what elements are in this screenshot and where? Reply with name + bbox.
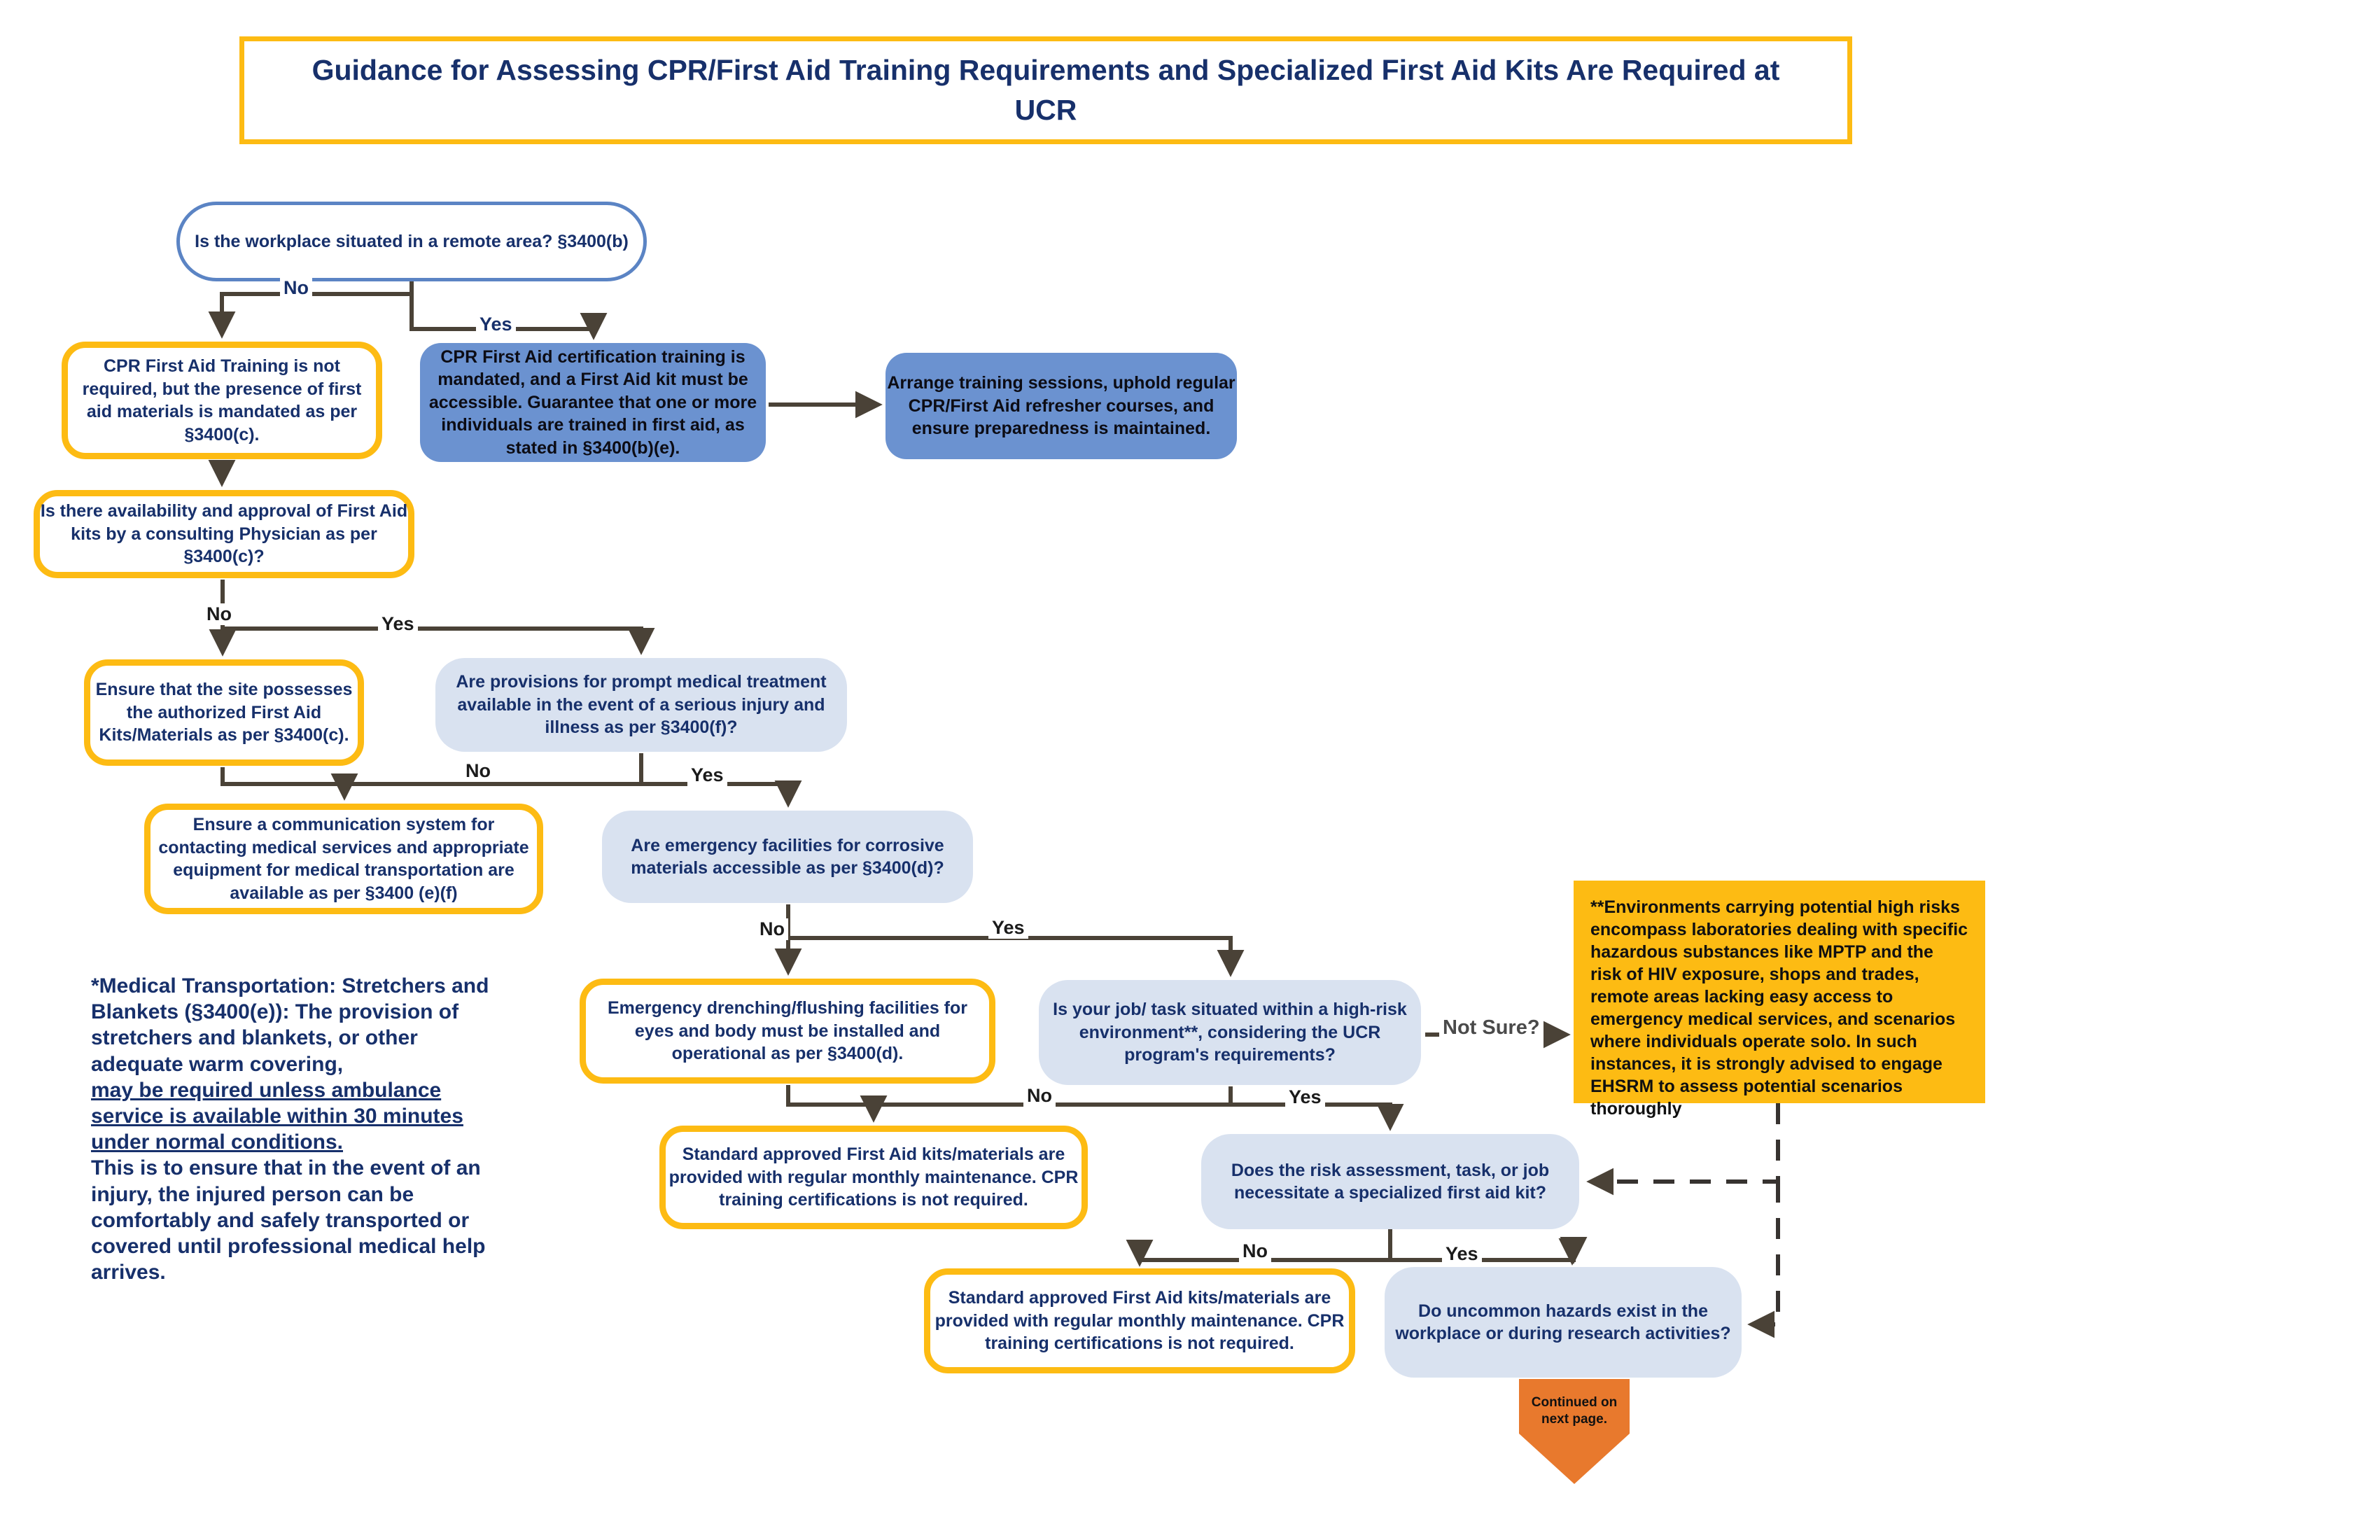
node-prompt-medical-treatment-label: Are provisions for prompt medical treatm… — [456, 672, 827, 738]
node-standard-kits-provided-1[interactable]: Standard approved First Aid kits/materia… — [659, 1126, 1088, 1229]
edge-label-corrosive-yes: Yes — [988, 917, 1028, 939]
node-uncommon-hazards-label: Do uncommon hazards exist in the workpla… — [1395, 1301, 1731, 1344]
node-standard-kits-provided-1-label: Standard approved First Aid kits/materia… — [668, 1144, 1079, 1210]
node-cpr-certification-mandated-label: CPR First Aid certification training is … — [428, 346, 757, 458]
note-medical-transportation: *Medical Transportation: Stretchers and … — [91, 973, 497, 1285]
node-start-remote-area[interactable]: Is the workplace situated in a remote ar… — [176, 202, 647, 281]
edge-label-riskassess-yes: Yes — [1442, 1243, 1482, 1265]
note-high-risk-environments: **Environments carrying potential high r… — [1574, 881, 1985, 1119]
node-uncommon-hazards[interactable]: Do uncommon hazards exist in the workpla… — [1385, 1267, 1742, 1378]
edge-label-highrisk-not-sure: Not Sure? — [1439, 1016, 1544, 1040]
node-arrange-training-sessions[interactable]: Arrange training sessions, uphold regula… — [886, 353, 1237, 459]
node-specialized-kit-needed-label: Does the risk assessment, task, or job n… — [1231, 1160, 1550, 1203]
continued-next-page-arrow: Continued on next page. — [1519, 1379, 1630, 1484]
page-title: Guidance for Assessing CPR/First Aid Tra… — [239, 36, 1852, 144]
edge-label-approval-yes: Yes — [378, 613, 418, 635]
node-arrange-training-sessions-label: Arrange training sessions, uphold regula… — [887, 373, 1236, 439]
edge-label-approval-no: No — [203, 603, 235, 625]
node-start-label: Is the workplace situated in a remote ar… — [195, 231, 629, 251]
edge-label-start-no: No — [280, 277, 312, 299]
note-part-2: This is to ensure that in the event of a… — [91, 1156, 486, 1284]
node-communication-system-label: Ensure a communication system for contac… — [158, 815, 529, 903]
edge-label-prompt-yes: Yes — [687, 764, 727, 786]
node-communication-system[interactable]: Ensure a communication system for contac… — [144, 804, 543, 914]
node-prompt-medical-treatment[interactable]: Are provisions for prompt medical treatm… — [435, 658, 847, 752]
node-corrosive-emergency-facilities-label: Are emergency facilities for corrosive m… — [631, 835, 944, 878]
node-ensure-site-authorized-kits[interactable]: Ensure that the site possesses the autho… — [84, 659, 364, 766]
edge-label-start-yes: Yes — [476, 314, 516, 335]
continued-next-page-label: Continued on next page. — [1531, 1395, 1618, 1427]
node-specialized-kit-needed[interactable]: Does the risk assessment, task, or job n… — [1201, 1134, 1579, 1229]
page-title-text: Guidance for Assessing CPR/First Aid Tra… — [312, 54, 1780, 126]
node-cpr-training-not-required[interactable]: CPR First Aid Training is not required, … — [62, 342, 382, 459]
node-ensure-site-authorized-kits-label: Ensure that the site possesses the autho… — [95, 680, 353, 746]
edge-label-prompt-no: No — [462, 760, 494, 782]
edge-label-corrosive-no: No — [756, 918, 788, 940]
edge-label-riskassess-no: No — [1239, 1240, 1271, 1262]
node-high-risk-environment-label: Is your job/ task situated within a high… — [1053, 1000, 1407, 1065]
note-medical-transportation-text: *Medical Transportation: Stretchers and … — [91, 973, 497, 1285]
node-kit-availability-approval[interactable]: Is there availability and approval of Fi… — [34, 490, 414, 578]
node-high-risk-environment[interactable]: Is your job/ task situated within a high… — [1039, 980, 1421, 1085]
node-drenching-flushing-facilities-label: Emergency drenching/flushing facilities … — [608, 998, 967, 1064]
edge-label-highrisk-yes: Yes — [1285, 1086, 1325, 1108]
note-underlined: may be required unless ambulance service… — [91, 1078, 463, 1154]
note-part-1: *Medical Transportation: Stretchers and … — [91, 974, 489, 1076]
node-cpr-certification-mandated[interactable]: CPR First Aid certification training is … — [420, 343, 766, 462]
node-drenching-flushing-facilities[interactable]: Emergency drenching/flushing facilities … — [580, 979, 995, 1084]
node-standard-kits-provided-2[interactable]: Standard approved First Aid kits/materia… — [924, 1268, 1355, 1373]
note-high-risk-environments-text: **Environments carrying potential high r… — [1590, 897, 1968, 1119]
node-kit-availability-approval-label: Is there availability and approval of Fi… — [40, 501, 408, 567]
node-corrosive-emergency-facilities[interactable]: Are emergency facilities for corrosive m… — [602, 811, 973, 903]
node-standard-kits-provided-2-label: Standard approved First Aid kits/materia… — [934, 1288, 1345, 1354]
edge-label-highrisk-no: No — [1023, 1085, 1056, 1107]
node-cpr-training-not-required-label: CPR First Aid Training is not required, … — [82, 356, 362, 444]
